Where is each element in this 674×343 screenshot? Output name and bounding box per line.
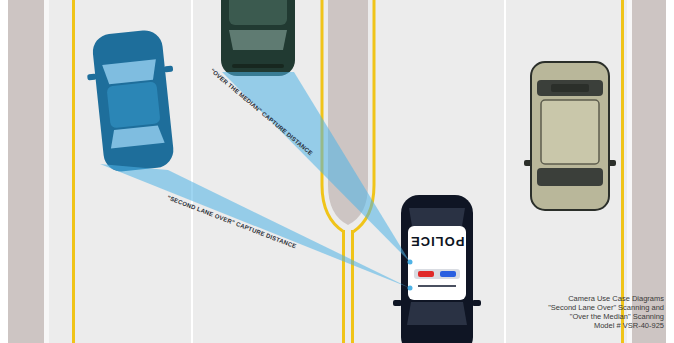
yellow-edge-line <box>72 0 75 343</box>
blue-car-mirror <box>164 66 174 73</box>
police-car-roof <box>408 226 466 300</box>
blue-car-mirror <box>87 74 97 81</box>
police-car-mirror <box>472 300 481 306</box>
median-yellow-line <box>322 0 344 232</box>
blue-car-roof <box>106 81 160 128</box>
blue-car-rear-window <box>109 125 165 149</box>
double-yellow-line <box>342 230 345 343</box>
blue-car <box>83 28 183 174</box>
white-lane-line <box>191 0 193 343</box>
car-marking: POLICE <box>410 234 464 249</box>
suv-rear-window <box>537 80 603 96</box>
caption-line: Model # VSR-40-925 <box>594 321 664 330</box>
green-car <box>221 0 295 76</box>
right-curb <box>627 0 632 343</box>
suv-windshield <box>537 168 603 186</box>
caption-line: Camera Use Case Diagrams <box>568 294 664 303</box>
blue-car-body <box>91 29 175 174</box>
yellow-edge-line <box>621 0 624 343</box>
road-surface <box>8 0 666 343</box>
police-car-mirror <box>393 300 402 306</box>
light-bar-blue <box>440 271 456 277</box>
light-bar <box>414 269 460 279</box>
suv-roof-rack <box>541 100 599 164</box>
blue-car-windshield <box>102 59 158 85</box>
caption-line: "Second Lane Over" Scanning and <box>548 303 664 312</box>
camera-beam <box>100 164 410 288</box>
camera-lens <box>408 260 413 265</box>
suv-rear-detail <box>551 84 589 92</box>
double-yellow-line <box>351 230 354 343</box>
camera-lens <box>408 286 413 291</box>
suv-mirror <box>608 160 616 166</box>
roof-panel: POLICE <box>410 230 464 252</box>
roof-line <box>418 285 456 287</box>
police-car-windshield <box>407 302 467 325</box>
suv-body <box>531 62 609 210</box>
police-car <box>393 195 481 343</box>
green-car-rear-window <box>229 30 287 50</box>
green-car-roof <box>229 0 287 25</box>
light-bar-red <box>418 271 434 277</box>
green-car-body <box>221 0 295 76</box>
white-lane-line <box>504 0 506 343</box>
green-car-trunk <box>232 64 284 68</box>
suv-mirror <box>524 160 532 166</box>
police-car-body <box>401 195 473 343</box>
caption-line: "Over the Median" Scanning <box>570 312 664 321</box>
left-sidewalk <box>8 0 44 343</box>
police-car-rear-window <box>409 208 465 226</box>
suv-car <box>524 62 616 210</box>
left-curb <box>44 0 49 343</box>
right-sidewalk <box>632 0 666 343</box>
